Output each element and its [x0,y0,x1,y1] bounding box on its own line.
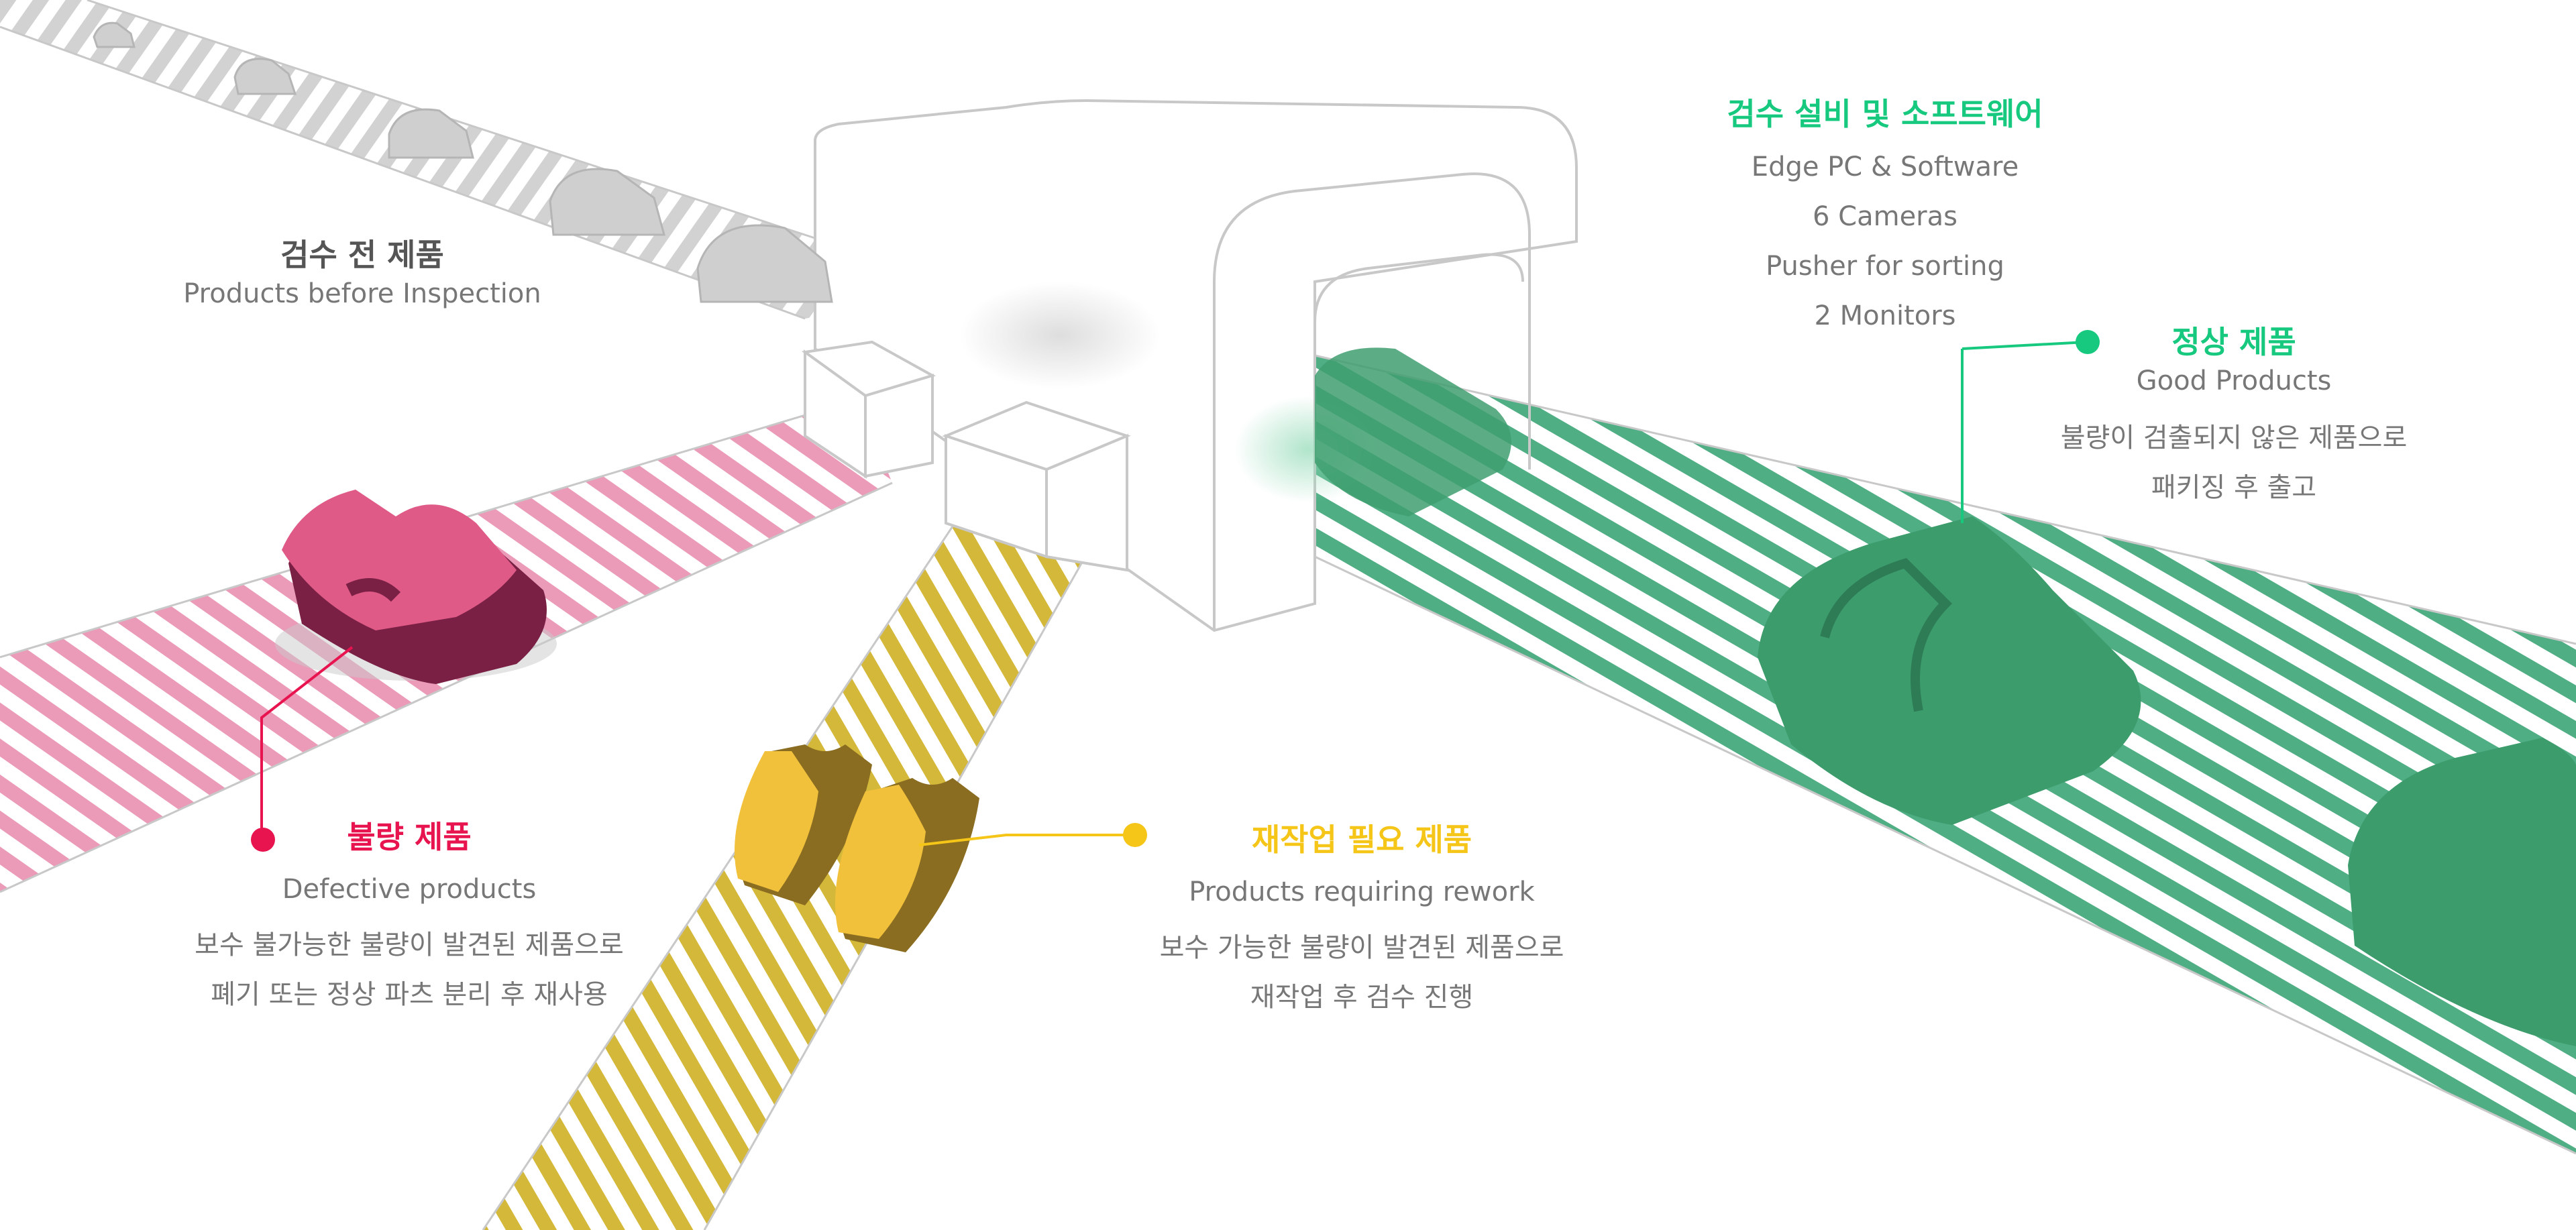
before-title: 검수 전 제품 [280,237,444,273]
callouts [251,330,2100,852]
equipment-title: 검수 설비 및 소프트웨어 [1727,96,2043,132]
defect-desc-1: 보수 불가능한 불량이 발견된 제품으로 [195,930,624,960]
good-dot [2076,330,2100,354]
shoe-gray-2 [233,58,297,95]
defect-title: 불량 제품 [347,819,472,855]
rework-title: 재작업 필요 제품 [1251,822,1472,858]
shoe-gray-3 [388,108,474,159]
label-before: 검수 전 제품 Products before Inspection [161,235,564,313]
rework-subtitle: Products requiring rework [1189,877,1535,907]
good-desc-1: 불량이 검출되지 않은 제품으로 [2060,423,2408,453]
shoe-green-3 [2348,738,2576,1046]
label-equipment: 검수 설비 및 소프트웨어 Edge PC & Software 6 Camer… [1623,94,2147,341]
callout-rework [918,823,1147,847]
product-rework [735,744,979,952]
equipment-item-3: Pusher for sorting [1766,251,2004,282]
callout-defect [251,646,354,852]
label-good: 정상 제품 Good Products 불량이 검출되지 않은 제품으로 패키징… [2033,322,2435,512]
good-desc-2: 패키징 후 출고 [2151,472,2317,503]
shoe-gray-4 [549,168,665,236]
products-good [1315,347,2576,1046]
shoe-green-1 [1315,347,1511,516]
shoe-gray-5 [696,224,833,303]
before-subtitle: Products before Inspection [183,278,541,309]
good-title: 정상 제품 [2171,324,2296,360]
rework-dot [1123,823,1147,847]
rework-desc-2: 재작업 후 검수 진행 [1250,982,1474,1013]
product-defect [275,490,557,684]
products-before [93,21,833,303]
defect-dot [251,828,275,852]
callout-good [1961,330,2100,523]
defect-subtitle: Defective products [282,874,537,905]
label-defect: 불량 제품 Defective products 보수 불가능한 불량이 발견된… [174,817,644,1019]
rework-desc-1: 보수 가능한 불량이 발견된 제품으로 [1159,932,1564,963]
equipment-item-4: 2 Monitors [1814,300,1956,331]
good-subtitle: Good Products [2136,366,2332,396]
equipment-item-2: 6 Cameras [1813,201,1957,232]
shoe-gray-1 [93,21,136,48]
inspection-machine [801,99,1578,632]
conveyor-before [0,0,826,320]
defect-desc-2: 폐기 또는 정상 파츠 분리 후 재사용 [211,979,608,1010]
equipment-item-1: Edge PC & Software [1751,152,2019,182]
label-rework: 재작업 필요 제품 Products requiring rework 보수 가… [1093,820,1630,1022]
